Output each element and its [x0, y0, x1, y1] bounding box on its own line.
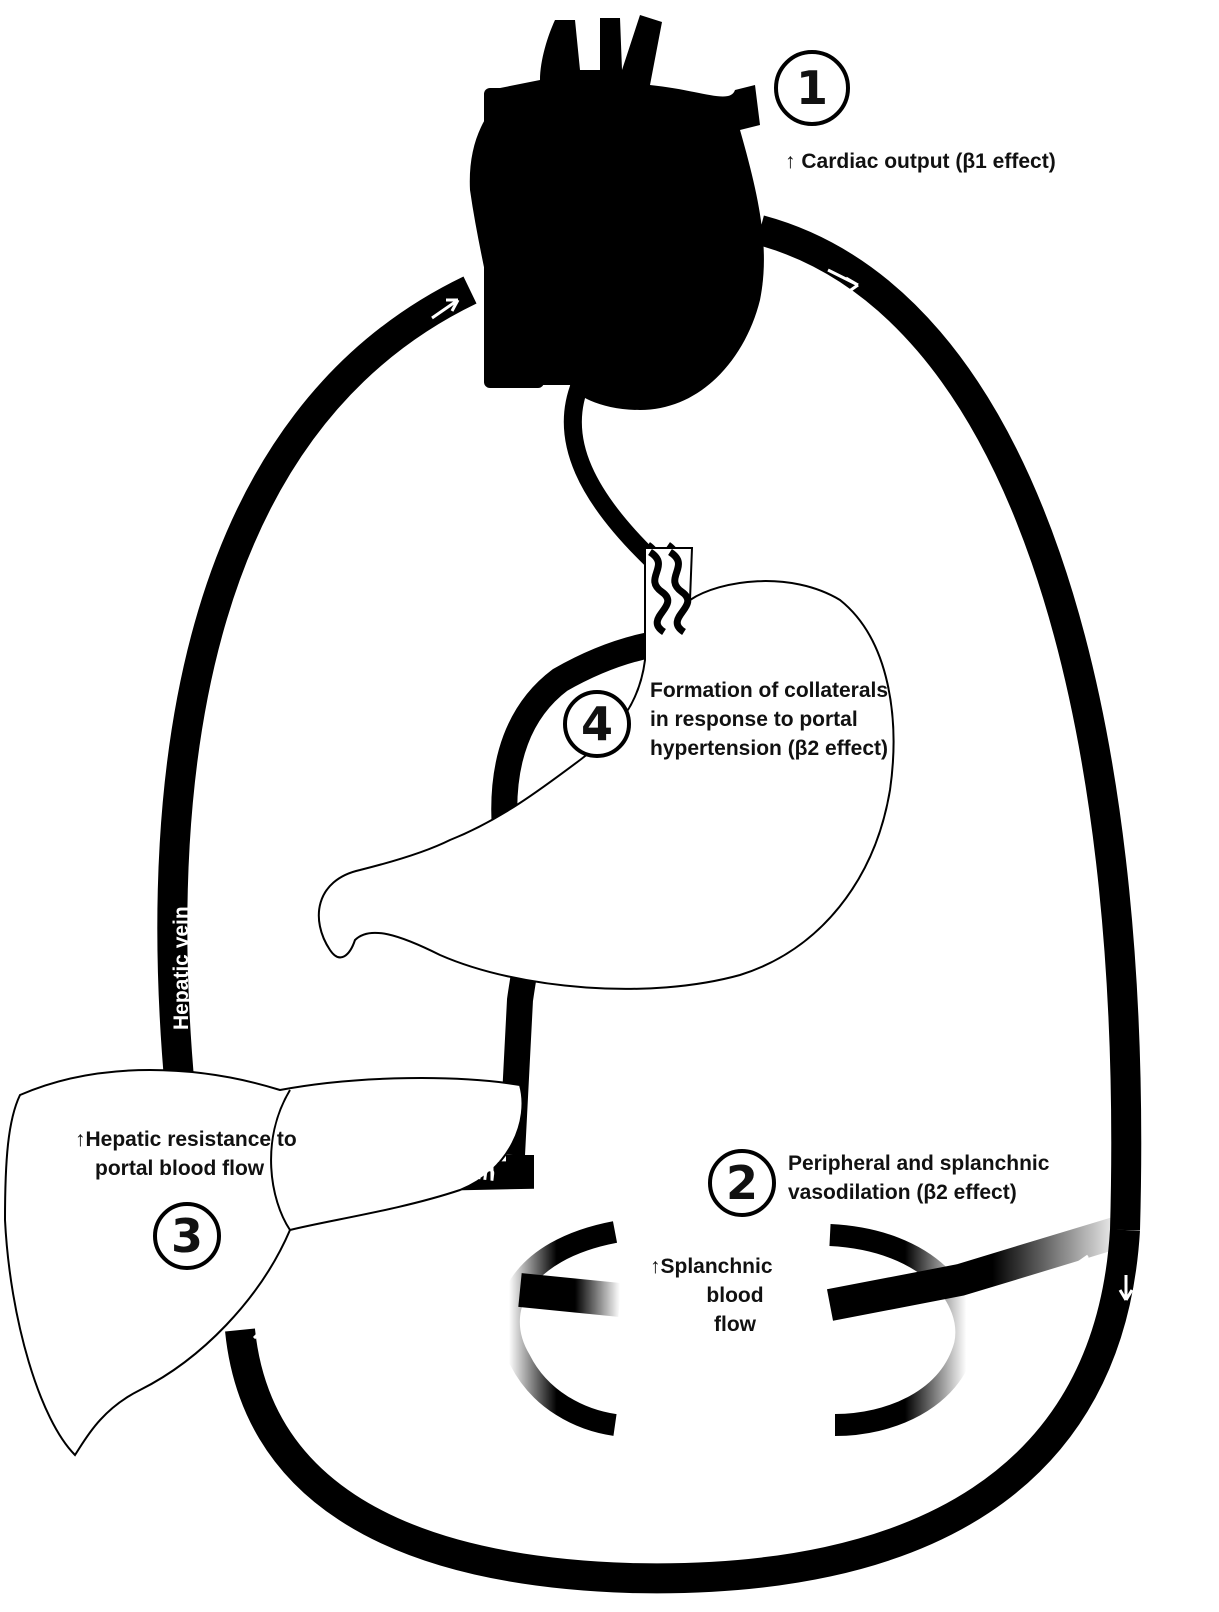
step-4-label-line-1: Formation of collaterals: [650, 679, 888, 702]
hepatic-vein-vessel: [172, 290, 470, 1090]
step-2-label-line-2: vasodilation (β2 effect): [788, 1181, 1017, 1204]
step-4-label-line-3: hypertension (β2 effect): [650, 737, 888, 760]
svg-text:4: 4: [581, 697, 613, 751]
svg-text:1: 1: [796, 61, 828, 115]
step-3-badge: 3: [155, 1204, 219, 1268]
splanchnic-label-line-1: ↑Splanchnic: [650, 1255, 773, 1278]
splanchnic-label-line-3: flow: [714, 1313, 757, 1336]
step-2-badge: 2: [710, 1151, 774, 1215]
step-3-label-line-1: ↑Hepatic resistance to: [75, 1128, 297, 1151]
splanchnic-vessel-left-arc-inner: [520, 1290, 620, 1300]
step-4-badge: 4: [565, 692, 629, 756]
step-3-label-line-2: portal blood flow: [95, 1157, 265, 1180]
heart-icon: [470, 15, 764, 410]
splanchnic-vessel-right-arc: [830, 1235, 966, 1425]
step-1-label: ↑ Cardiac output (β1 effect): [785, 150, 1056, 173]
step-4-label-line-2: in response to portal: [650, 708, 858, 731]
stomach-icon: [319, 548, 894, 989]
hepatic-vein-label: Hepatic vein: [170, 906, 193, 1030]
step-2-label-line-1: Peripheral and splanchnic: [788, 1152, 1050, 1175]
splanchnic-vessel-left-arc: [509, 1232, 615, 1425]
svg-text:2: 2: [726, 1156, 758, 1210]
svg-text:3: 3: [171, 1209, 203, 1263]
splanchnic-label-line-2: blood: [706, 1284, 763, 1307]
step-1-badge: 1: [776, 52, 848, 124]
